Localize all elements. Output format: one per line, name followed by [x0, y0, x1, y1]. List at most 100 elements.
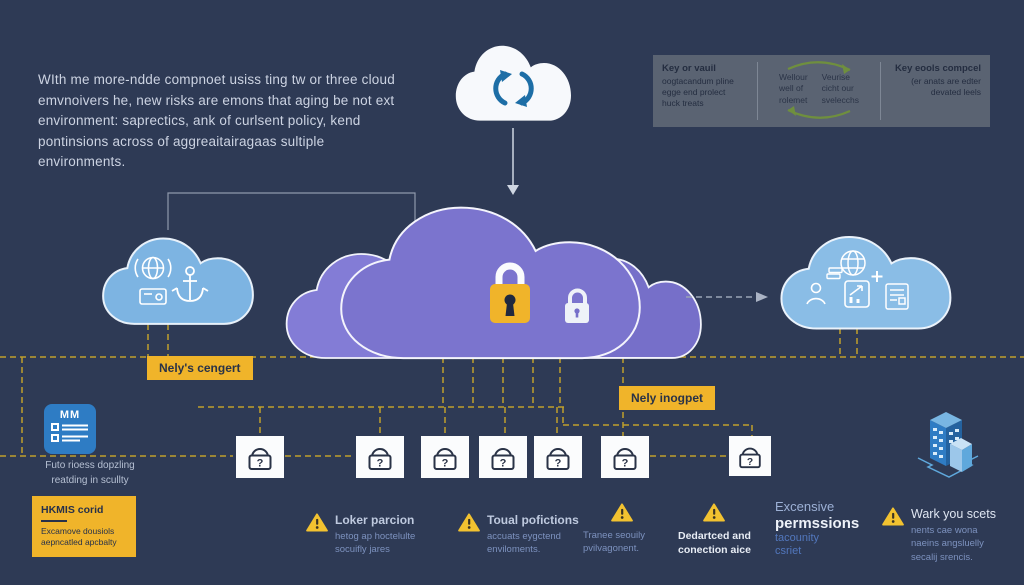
- key-panel-left-line: huck treats: [662, 98, 704, 109]
- globe-icon: [840, 250, 866, 276]
- warning-line: accuats eygctend: [487, 531, 561, 542]
- key-panel-center: Wellour well of rolemet Veurise cicht ou…: [758, 55, 880, 127]
- warning-line: nents cae wona: [911, 525, 978, 536]
- key-panel-left: Key or vauil oogtacandum pline egge end …: [653, 55, 757, 127]
- panel-divider: [757, 62, 758, 120]
- globe-sync-icon: [134, 256, 172, 280]
- lock-question-icon: ?: [433, 448, 457, 470]
- key-panel-right-title: Key eools compcel: [894, 63, 981, 74]
- svg-text:?: ?: [747, 457, 753, 468]
- cycle-text-line: well of: [779, 83, 804, 94]
- warning-icon: [882, 507, 904, 526]
- arrow-down-icon: [507, 128, 519, 195]
- person-icon: [806, 282, 826, 305]
- cycle-text-line: cicht our: [821, 83, 854, 94]
- lock-question-icon: ?: [613, 448, 637, 470]
- bar-chart-icon: [844, 280, 870, 308]
- report-caption-line: reatding in scullty: [51, 474, 129, 486]
- hkmis-line: Excamove dousiols: [41, 526, 115, 536]
- warning-line: Excensive: [775, 499, 835, 514]
- report-caption: Futo rioess dopzling reatding in scullty: [10, 459, 170, 488]
- sync-cloud-icon: [455, 45, 571, 121]
- cycle-text-line: Wellour: [779, 72, 808, 82]
- warning-line: secalij srencis.: [911, 551, 973, 563]
- white-padlock-icon: [565, 288, 589, 323]
- warning-item: Dedartced and conection aice: [678, 503, 778, 557]
- intro-text: WIth me more-ndde compnoet usiss ting tw…: [38, 70, 408, 173]
- warning-item: Loker parcion hetog ap hoctelulte socuif…: [306, 513, 415, 557]
- svg-text:?: ?: [622, 458, 629, 470]
- key-rotation-panel: Key or vauil oogtacandum pline egge end …: [653, 55, 990, 127]
- cycle-text-line: Veurise: [821, 72, 851, 82]
- warning-title: Loker parcion: [335, 513, 415, 527]
- warning-item: Tranee seouily pvilvagonent.: [583, 503, 683, 556]
- list-lines-icon: [51, 423, 88, 442]
- warning-line: tacounity: [775, 532, 820, 545]
- warning-title: Toual pofictions: [487, 513, 579, 527]
- warning-line: pvilvagonent.: [583, 543, 639, 555]
- warning-line: socuifly jares: [335, 544, 390, 556]
- warning-line: hetog ap hoctelulte: [335, 531, 416, 542]
- warning-item: Toual pofictions accuats eygctend envilo…: [458, 513, 579, 557]
- warning-icon: [306, 513, 328, 532]
- panel-divider: [880, 62, 881, 120]
- unknown-lock-box: ?: [479, 436, 527, 478]
- intro-line: emvnoivers he, new risks are emons that …: [38, 92, 395, 108]
- intro-line: pontinsions across of aggreaitairagaas s…: [38, 133, 325, 149]
- svg-text:?: ?: [442, 458, 449, 470]
- svg-text:?: ?: [500, 458, 507, 470]
- warning-line: csriet: [775, 544, 802, 557]
- excessive-permissions-text: Excensive permssions tacounity csriet: [775, 499, 860, 557]
- key-panel-right: Key eools compcel (er anats are edter de…: [881, 55, 990, 127]
- svg-text:?: ?: [377, 458, 384, 470]
- lock-question-icon: ?: [546, 448, 570, 470]
- report-list-icon: MM: [44, 404, 96, 454]
- left-cloud-tag: Nely's cengert: [147, 356, 253, 380]
- right-cloud: [780, 236, 952, 330]
- hkmis-divider: [41, 520, 67, 522]
- left-cloud: [102, 237, 254, 325]
- warning-line: Tranee seouily: [583, 530, 645, 541]
- warning-icon: [611, 503, 633, 522]
- anchor-icon: [171, 266, 209, 302]
- intro-line: WIth me more-ndde compnoet usiss ting tw…: [38, 72, 395, 87]
- warning-title: Wark you scets: [911, 507, 996, 521]
- warning-icon: [458, 513, 480, 532]
- intro-line: environment: saprectics, ank of curlsent…: [38, 113, 361, 129]
- document-icon: [885, 283, 909, 310]
- warning-line: permssions: [775, 514, 860, 532]
- dashed-arrow-icon: [686, 292, 768, 302]
- cycle-text-line: rolemet: [779, 94, 808, 105]
- key-panel-left-line: egge end prolect: [662, 87, 726, 98]
- unknown-lock-box: ?: [601, 436, 649, 478]
- unknown-lock-box: ?: [421, 436, 469, 478]
- unknown-lock-box: ?: [236, 436, 284, 478]
- warning-line: Dedartced and: [678, 530, 751, 542]
- hkmis-card: HKMIS corid Excamove dousiols aepncatled…: [32, 496, 136, 557]
- report-caption-line: Futo rioess dopzling: [45, 460, 135, 471]
- cycle-text-line: svelecchs: [821, 94, 859, 105]
- cycle-left-text: Wellour well of rolemet: [779, 72, 808, 127]
- key-panel-left-title: Key or vauil: [662, 63, 716, 74]
- lock-question-icon: ?: [491, 448, 515, 470]
- hkmis-title: HKMIS corid: [41, 504, 104, 516]
- hkmis-line: aepncatled apcbalty: [41, 537, 117, 548]
- mm-label: MM: [59, 409, 81, 421]
- money-stack-icon: [826, 267, 843, 280]
- warning-line: enviloments.: [487, 544, 541, 556]
- key-panel-right-line: (er anats are edter: [911, 76, 981, 86]
- intro-line: environments.: [38, 154, 126, 170]
- warning-item: Wark you scets nents cae wona naeins ang…: [882, 507, 996, 564]
- svg-text:?: ?: [555, 458, 562, 470]
- unknown-lock-box: ?: [534, 436, 582, 478]
- bracket-line: [167, 192, 416, 232]
- gold-padlock-icon: [490, 262, 530, 323]
- warning-line: conection aice: [678, 544, 751, 557]
- unknown-lock-box: ?: [729, 436, 771, 476]
- key-panel-left-line: oogtacandum pline: [662, 76, 734, 86]
- svg-text:?: ?: [257, 458, 264, 470]
- center-cloud: [285, 206, 702, 360]
- key-panel-right-line: devated leels: [930, 87, 981, 98]
